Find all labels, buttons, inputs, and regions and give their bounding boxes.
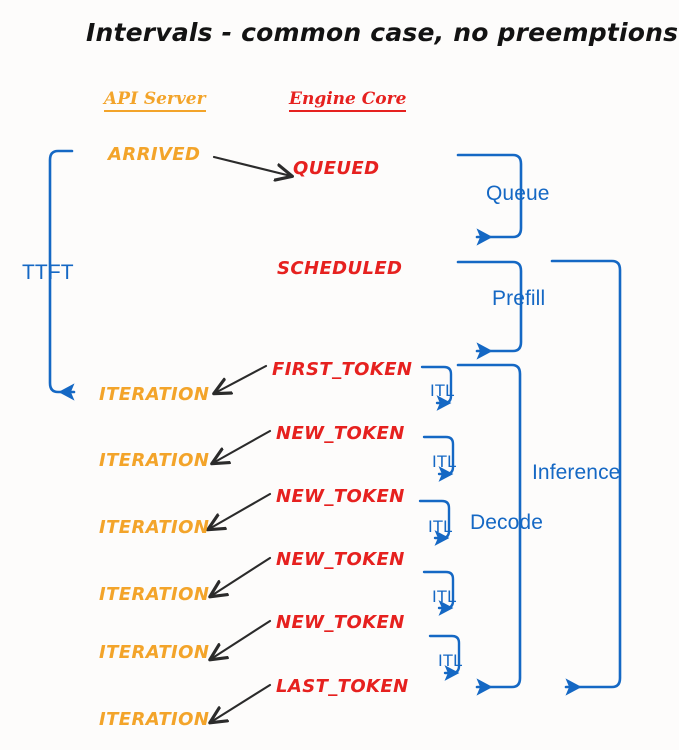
interval-label-itl-5: ITL xyxy=(438,651,463,670)
diagram-title: Intervals - common case, no preemptions xyxy=(86,18,679,47)
column-header-api-server: API Server xyxy=(104,91,206,112)
interval-label-itl-2: ITL xyxy=(432,452,457,471)
engine-event-queued: QUEUED xyxy=(293,158,380,179)
api-event-iteration-1: ITERATION xyxy=(99,384,210,405)
interval-label-itl-4: ITL xyxy=(432,587,457,606)
api-event-iteration-2: ITERATION xyxy=(99,450,210,471)
arrow-arrived-to-queued xyxy=(212,155,291,176)
engine-event-scheduled: SCHEDULED xyxy=(277,258,403,279)
column-header-engine-core: Engine Core xyxy=(289,91,407,112)
engine-event-new-token-3: NEW_TOKEN xyxy=(276,549,405,570)
interval-label-queue: Queue xyxy=(486,182,550,205)
interval-label-decode: Decode xyxy=(470,511,543,534)
interval-label-inference: Inference xyxy=(532,461,621,484)
api-event-iteration-6: ITERATION xyxy=(99,709,210,730)
arrow-new-token-to-iteration-2 xyxy=(209,492,272,529)
interval-label-prefill: Prefill xyxy=(492,287,546,310)
interval-label-itl-3: ITL xyxy=(428,517,453,536)
arrow-new-token-to-iteration-3 xyxy=(211,556,272,596)
arrow-new-token-to-iteration-4 xyxy=(211,619,272,659)
arrow-first-token-to-iteration xyxy=(215,364,268,393)
arrow-last-token-to-iteration xyxy=(211,683,272,722)
engine-event-new-token-1: NEW_TOKEN xyxy=(276,423,405,444)
interval-label-itl-1: ITL xyxy=(430,381,455,400)
engine-event-new-token-2: NEW_TOKEN xyxy=(276,486,405,507)
api-event-iteration-5: ITERATION xyxy=(99,642,210,663)
interval-label-ttft: TTFT xyxy=(22,261,74,284)
api-event-arrived: ARRIVED xyxy=(108,144,201,165)
engine-event-last-token: LAST_TOKEN xyxy=(276,676,409,697)
arrow-new-token-to-iteration-1 xyxy=(213,429,272,463)
api-event-iteration-4: ITERATION xyxy=(99,584,210,605)
engine-event-first-token: FIRST_TOKEN xyxy=(272,359,413,380)
api-event-iteration-3: ITERATION xyxy=(99,517,210,538)
engine-event-new-token-4: NEW_TOKEN xyxy=(276,612,405,633)
